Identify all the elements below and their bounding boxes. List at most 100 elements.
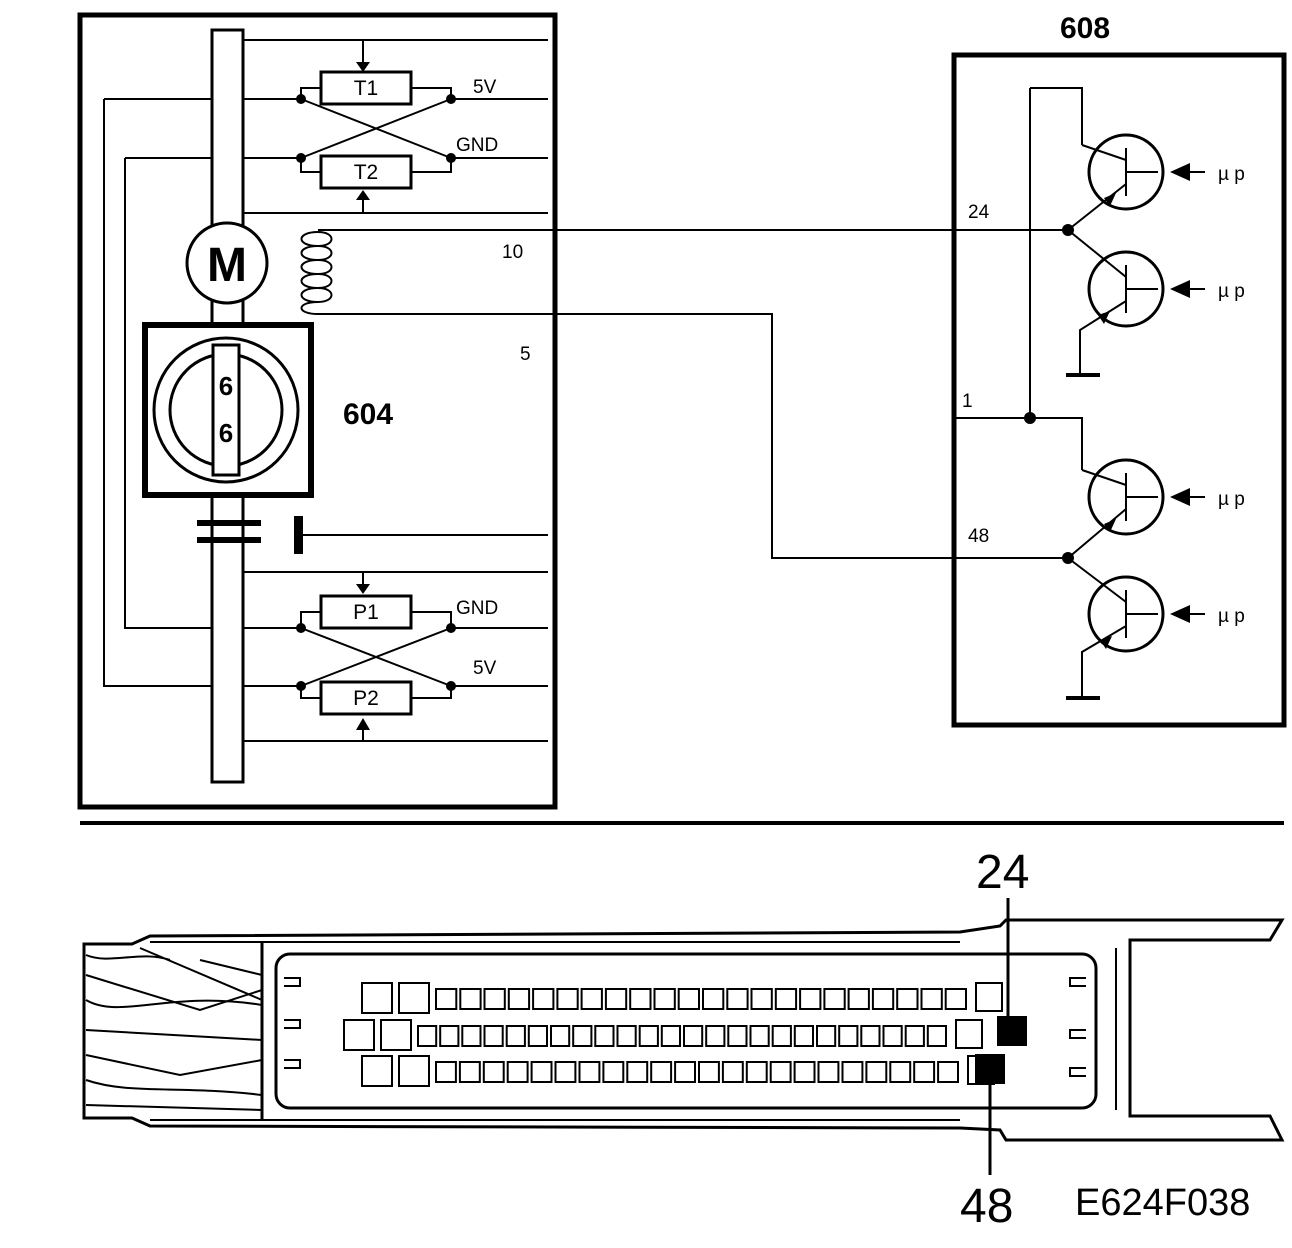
connector-pin — [461, 1025, 482, 1047]
connector-pin — [602, 1061, 625, 1083]
connector-pin — [650, 1061, 673, 1083]
connector-pin — [604, 988, 628, 1010]
connector-pin — [871, 988, 895, 1010]
driver-input-1: µ p — [1218, 164, 1245, 185]
connector-pin — [660, 1025, 681, 1047]
wire-24-label: 24 — [968, 202, 990, 223]
pin-24-marker — [997, 1016, 1027, 1046]
connector-pin — [550, 1025, 571, 1047]
connector-pin — [920, 988, 943, 1010]
connector-pin — [698, 1061, 720, 1083]
connector-pin — [482, 1061, 505, 1083]
connector-pin — [889, 1061, 912, 1083]
connector-pin — [530, 1061, 553, 1083]
connector-drawing: 24 48 — [82, 846, 1285, 1233]
connector-pin — [459, 988, 482, 1010]
connector-pin — [860, 1025, 881, 1047]
driver-input-4: µ p — [1218, 606, 1245, 627]
p2-supply-label: 5V — [473, 658, 497, 679]
connector-pin — [483, 988, 506, 1010]
connector-pin — [750, 988, 773, 1010]
coil-icon — [300, 231, 333, 315]
pot-t2-label: T2 — [354, 161, 379, 184]
connector-pin — [727, 1025, 748, 1047]
connector-pin — [896, 988, 919, 1010]
connector-pin — [626, 1061, 649, 1083]
pot-network-top: T1 5V T2 GND — [243, 39, 548, 214]
connector-pin — [904, 1025, 925, 1047]
gear-mark-1: 6 — [219, 371, 233, 401]
connector-pin — [506, 1061, 529, 1083]
connector-pin — [554, 1061, 577, 1083]
connector-pin — [580, 988, 603, 1010]
driver-input-3: µ p — [1218, 489, 1245, 510]
connector-pin — [702, 988, 725, 1010]
connector-pin — [458, 1061, 481, 1083]
connector-pin — [527, 1025, 548, 1047]
pot-network-bottom: P1 GND P2 5V — [243, 571, 548, 742]
connector-pin — [793, 1061, 816, 1083]
connector-pin — [629, 988, 652, 1010]
connector-pin — [955, 1019, 983, 1049]
connector-pin — [926, 1025, 947, 1047]
connector-pin — [638, 1025, 659, 1047]
p1-ground-label: GND — [456, 598, 498, 619]
clutch-magnet — [294, 516, 303, 554]
block-608-label: 608 — [1060, 12, 1110, 45]
t1-supply-label: 5V — [473, 77, 497, 98]
connector-pin — [882, 1025, 903, 1047]
connector-pin — [532, 988, 555, 1010]
wire-5-label: 5 — [520, 344, 531, 365]
connector-pin — [774, 988, 798, 1010]
pot-p2-label: P2 — [353, 687, 379, 710]
connector-pin — [793, 1025, 814, 1047]
clutch-plate-bottom — [197, 537, 261, 543]
connector-pin — [817, 1061, 840, 1083]
feedback-wires — [103, 98, 212, 687]
connector-pin — [556, 988, 579, 1010]
connector-pin — [616, 1025, 637, 1047]
connector-pin — [361, 982, 393, 1014]
pot-t1-label: T1 — [354, 77, 379, 100]
control-block-608: 608 24 1 48 µ p µ p µ p — [951, 12, 1287, 728]
connector-pin — [505, 1025, 526, 1047]
gear-mark-2: 6 — [219, 418, 233, 448]
connector-pin — [937, 1061, 959, 1083]
connector-pin — [677, 988, 701, 1010]
connector-pin — [417, 1025, 438, 1047]
pin-48-marker — [975, 1054, 1005, 1084]
connector-pin — [572, 1025, 593, 1047]
connector-pin — [838, 1025, 859, 1047]
pin-rows — [343, 982, 1003, 1087]
connector-pin — [343, 1019, 375, 1051]
connector-pin — [726, 988, 749, 1010]
wire-1-label: 1 — [962, 391, 973, 412]
block-604-label: 604 — [343, 398, 393, 431]
connector-pin — [439, 1025, 460, 1047]
connector-pin — [507, 988, 531, 1010]
connector-pin — [380, 1019, 412, 1051]
connector-pin — [398, 1055, 430, 1087]
connector-pin — [721, 1061, 744, 1083]
connector-pin — [683, 1025, 704, 1047]
figure-code: E624F038 — [1075, 1182, 1250, 1224]
connector-pin — [483, 1025, 504, 1047]
clutch-plate-top — [197, 520, 261, 526]
pin-24-label: 24 — [976, 846, 1029, 899]
connector-pin — [705, 1025, 726, 1047]
connector-pin — [398, 982, 430, 1014]
wire-5-to-48 — [318, 313, 1068, 559]
connector-pin — [865, 1061, 888, 1083]
wire-48-label: 48 — [968, 526, 989, 547]
connector-pin — [944, 988, 968, 1010]
actuator-block-604: T1 5V T2 GND M 10 5 6 — [77, 12, 558, 810]
connector-pin — [653, 988, 676, 1010]
connector-pin — [361, 1055, 393, 1087]
connector-pin — [771, 1025, 792, 1047]
connector-pin — [816, 1025, 837, 1047]
connector-pin — [745, 1061, 768, 1083]
connector-pin — [749, 1025, 770, 1047]
gear-shaft — [211, 343, 241, 477]
connector-pin — [799, 988, 822, 1010]
